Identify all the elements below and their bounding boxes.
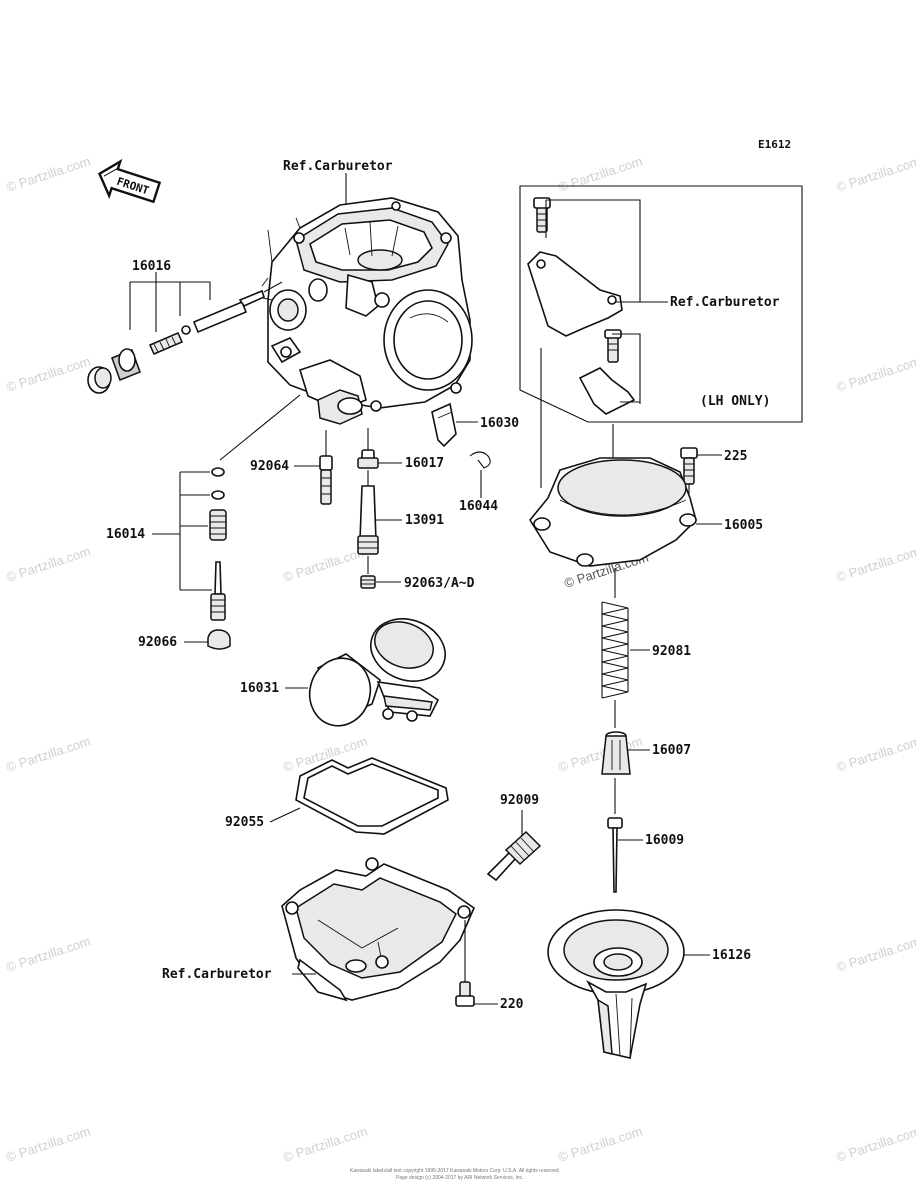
watermark: © Partzilla.com — [556, 734, 644, 775]
drain-screw-92009 — [486, 830, 542, 882]
part-label-92064: 92064 — [250, 459, 289, 474]
copyright-footer: Kawasaki labels/all text copyright 1995-… — [350, 1168, 560, 1174]
float-16031 — [308, 618, 446, 727]
part-label-16030: 16030 — [480, 416, 519, 431]
watermark: © Partzilla.com — [556, 1124, 644, 1165]
screw-220 — [455, 981, 475, 1007]
part-label-92055: 92055 — [225, 815, 264, 830]
main-jet-assembly — [209, 467, 227, 621]
watermark: © Partzilla.com — [281, 1124, 369, 1165]
diagram-code: E1612 — [758, 138, 791, 151]
gasket-92055 — [295, 757, 449, 835]
needle-holder-16007 — [601, 731, 631, 775]
watermark: © Partzilla.com — [834, 734, 916, 775]
ref-carburetor-bottom-label: Ref.Carburetor — [162, 967, 272, 982]
needle-jet-13091 — [357, 485, 379, 555]
needle-jet-holder-16017 — [357, 449, 379, 469]
watermark: © Partzilla.com — [834, 154, 916, 195]
ref-carburetor-top-label: Ref.Carburetor — [283, 159, 393, 174]
top-cover-16005 — [529, 457, 697, 567]
float-valve-16030 — [431, 402, 457, 448]
part-label-13091: 13091 — [405, 513, 444, 528]
part-label-225: 225 — [724, 449, 747, 464]
watermark: © Partzilla.com — [834, 544, 916, 585]
watermark: © Partzilla.com — [4, 1124, 92, 1165]
watermark: © Partzilla.com — [4, 354, 92, 395]
part-label-16005: 16005 — [724, 518, 763, 533]
watermark: © Partzilla.com — [834, 934, 916, 975]
jet-needle-16009 — [607, 817, 623, 893]
screw-225 — [680, 447, 698, 485]
part-label-16007: 16007 — [652, 743, 691, 758]
ref-carburetor-right-label: Ref.Carburetor — [670, 295, 780, 310]
watermark: © Partzilla.com — [281, 544, 369, 585]
part-label-16014: 16014 — [106, 527, 145, 542]
watermark: © Partzilla.com — [834, 1124, 916, 1165]
part-label-92081: 92081 — [652, 644, 691, 659]
part-label-16016: 16016 — [132, 259, 171, 274]
watermark: © Partzilla.com — [4, 934, 92, 975]
carburetor-body — [253, 197, 473, 425]
main-jet-92063 — [360, 575, 376, 589]
cap-92066 — [207, 629, 231, 650]
part-label-92009: 92009 — [500, 793, 539, 808]
watermark: © Partzilla.com — [4, 154, 92, 195]
lh-only-label: (LH ONLY) — [700, 394, 770, 409]
page-design-footer: Page design (c) 2004-2017 by ARI Network… — [396, 1175, 524, 1181]
part-label-16017: 16017 — [405, 456, 444, 471]
part-label-16009: 16009 — [645, 833, 684, 848]
spring-92081 — [601, 601, 629, 699]
watermark: © Partzilla.com — [4, 544, 92, 585]
lh-only-inset — [519, 185, 803, 423]
watermark: © Partzilla.com — [4, 734, 92, 775]
part-label-16126: 16126 — [712, 948, 751, 963]
watermark: © Partzilla.com — [834, 354, 916, 395]
part-label-92063: 92063/A~D — [404, 576, 475, 591]
part-label-16031: 16031 — [240, 681, 279, 696]
part-label-92066: 92066 — [138, 635, 177, 650]
clip-16044 — [469, 451, 491, 469]
part-label-220: 220 — [500, 997, 524, 1012]
diaphragm-16126 — [547, 909, 685, 1059]
watermark: © Partzilla.com — [556, 154, 644, 195]
part-label-16044: 16044 — [459, 499, 498, 514]
pilot-screw-assembly — [87, 289, 265, 394]
float-bowl — [281, 857, 475, 1002]
front-arrow-icon: FRONT — [97, 158, 162, 204]
pilot-jet-92064 — [319, 455, 333, 505]
